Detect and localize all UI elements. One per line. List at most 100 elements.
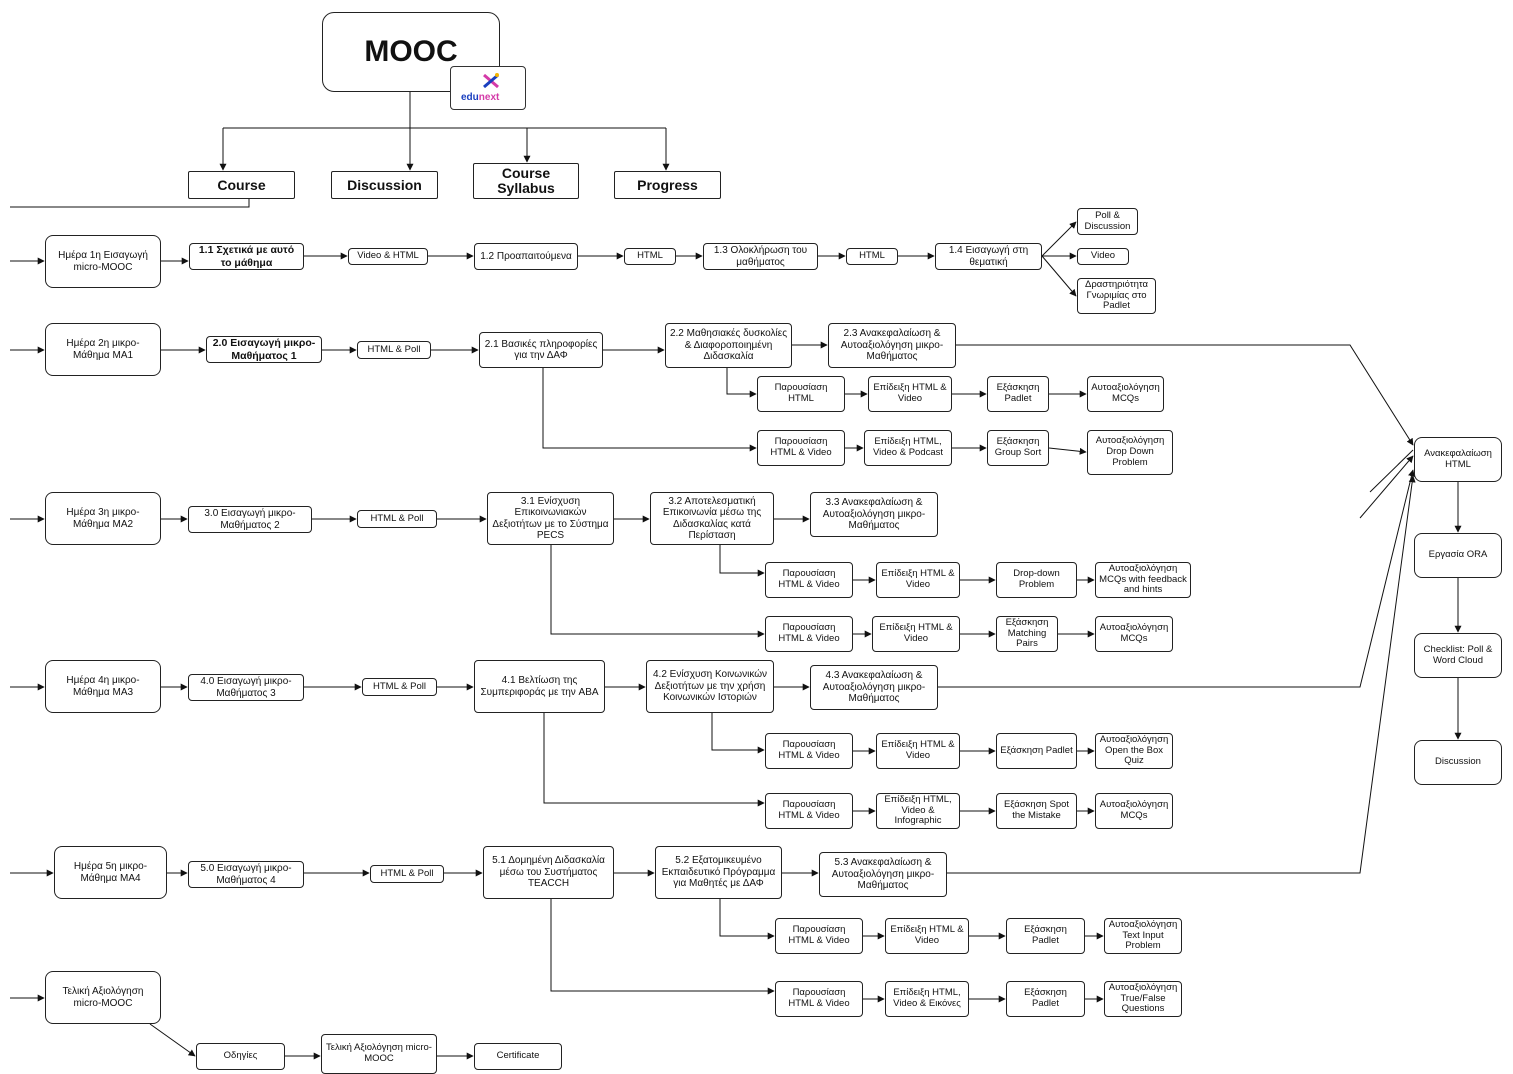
day2-a3: Εξάσκηση Padlet — [987, 376, 1049, 412]
day5-b3: Εξάσκηση Padlet — [1006, 981, 1085, 1017]
connector-line — [1369, 449, 1414, 493]
day2-b3: Εξάσκηση Group Sort — [987, 430, 1049, 466]
day3-step3: 3.3 Ανακεφαλαίωση & Αυτοαξιολόγηση μικρο… — [810, 492, 938, 537]
day2-intro: 2.0 Εισαγωγή μικρο-Μαθήματος 1 — [206, 336, 322, 363]
edunext-wordmark: edunext — [461, 92, 500, 103]
day4-a3: Εξάσκηση Padlet — [996, 733, 1077, 769]
day4-step3: 4.3 Ανακεφαλαίωση & Αυτοαξιολόγηση μικρο… — [810, 665, 938, 710]
day1-step3: 1.3 Ολοκλήρωση του μαθήματος — [703, 243, 818, 270]
connector-line — [719, 545, 765, 577]
final-eval-node: Τελική Αξιολόγηση micro-MOOC — [45, 971, 161, 1024]
day1-step1: 1.1 Σχετικά με αυτό το μάθημα — [189, 243, 304, 270]
day1-branch3: Δραστηριότητα Γνωριμίας στο Padlet — [1077, 278, 1156, 314]
day2-step1: 2.1 Βασικές πληροφορίες για την ΔΑΦ — [479, 332, 603, 368]
connector-line — [726, 368, 757, 398]
connector-line — [149, 1023, 196, 1057]
recap-html: Ανακεφαλαίωση HTML — [1414, 437, 1502, 482]
day5-b2: Επίδειξη HTML, Video & Εικόνες — [885, 981, 969, 1017]
day5-b1: Παρουσίαση HTML & Video — [775, 981, 863, 1017]
day2-node: Ημέρα 2η μικρο-Μάθημα ΜΑ1 — [45, 323, 161, 376]
tab-course[interactable]: Course — [188, 171, 295, 199]
connector-line — [550, 899, 775, 995]
day5-a2: Επίδειξη HTML & Video — [885, 918, 969, 954]
day3-res: HTML & Poll — [357, 510, 437, 528]
connector-line — [1359, 455, 1414, 519]
day5-a4: Αυτοαξιολόγηση Text Input Problem — [1104, 918, 1182, 954]
day4-b2: Επίδειξη HTML, Video & Infographic — [876, 793, 960, 829]
day3-a1: Παρουσίαση HTML & Video — [765, 562, 853, 598]
connector-line — [938, 469, 1415, 688]
checklist-poll: Checklist: Poll & Word Cloud — [1414, 633, 1502, 678]
day4-step1: 4.1 Βελτίωση της Συμπεριφοράς με την ABA — [474, 660, 605, 713]
tab-course-syllabus[interactable]: Course Syllabus — [473, 163, 579, 199]
day4-a4: Αυτοαξιολόγηση Open the Box Quiz — [1095, 733, 1173, 769]
day4-b4: Αυτοαξιολόγηση MCQs — [1095, 793, 1173, 829]
day3-a4: Αυτοαξιολόγηση MCQs with feedback and hi… — [1095, 562, 1191, 598]
day3-b4: Αυτοαξιολόγηση MCQs — [1095, 616, 1173, 652]
day1-step2: 1.2 Προαπαιτούμενα — [474, 243, 578, 270]
day2-res: HTML & Poll — [357, 341, 431, 359]
day5-step1: 5.1 Δομημένη Διδασκαλία μέσω του Συστήμα… — [483, 846, 614, 899]
day5-intro: 5.0 Εισαγωγή μικρο-Μαθήματος 4 — [188, 861, 304, 888]
edunext-mark-icon — [483, 73, 499, 89]
day3-b3: Εξάσκηση Matching Pairs — [996, 616, 1058, 652]
day5-a1: Παρουσίαση HTML & Video — [775, 918, 863, 954]
day5-a3: Εξάσκηση Padlet — [1006, 918, 1085, 954]
day5-step2: 5.2 Εξατομικευμένο Εκπαιδευτικό Πρόγραμμ… — [655, 846, 782, 899]
day3-node: Ημέρα 3η μικρο-Μάθημα ΜΑ2 — [45, 492, 161, 545]
day3-b2: Επίδειξη HTML & Video — [872, 616, 960, 652]
connector-line — [956, 344, 1414, 446]
connector-line — [719, 899, 775, 940]
connector-line — [550, 545, 765, 638]
connector-line — [10, 199, 250, 208]
day4-b3: Εξάσκηση Spot the Mistake — [996, 793, 1077, 829]
day3-b1: Παρουσίαση HTML & Video — [765, 616, 853, 652]
day2-a2: Επίδειξη HTML & Video — [868, 376, 952, 412]
connector-line — [711, 713, 765, 754]
connector-line — [542, 368, 757, 452]
connector-line — [1048, 447, 1087, 455]
day3-a3: Drop-down Problem — [996, 562, 1077, 598]
mooc-title: MOOC — [322, 12, 500, 92]
day5-res: HTML & Poll — [370, 865, 444, 883]
day2-b4: Αυτοαξιολόγηση Drop Down Problem — [1087, 430, 1173, 475]
day1-step4: 1.4 Εισαγωγή στη θεματική — [935, 243, 1042, 270]
day5-step3: 5.3 Ανακεφαλαίωση & Αυτοαξιολόγηση μικρο… — [819, 852, 947, 897]
connector-line — [543, 713, 765, 807]
final-discussion: Discussion — [1414, 740, 1502, 785]
day5-node: Ημέρα 5η μικρο-Μάθημα ΜΑ4 — [54, 846, 167, 899]
day1-node: Ημέρα 1η Εισαγωγή micro-MOOC — [45, 235, 161, 288]
day1-res1: Video & HTML — [348, 248, 428, 265]
day4-a2: Επίδειξη HTML & Video — [876, 733, 960, 769]
day2-a4: Αυτοαξιολόγηση MCQs — [1087, 376, 1164, 412]
edunext-logo: edunext — [450, 66, 526, 110]
tab-progress[interactable]: Progress — [614, 171, 721, 199]
day4-node: Ημέρα 4η μικρο-Μάθημα ΜΑ3 — [45, 660, 161, 713]
certificate: Certificate — [474, 1043, 562, 1070]
day3-intro: 3.0 Εισαγωγή μικρο-Μαθήματος 2 — [188, 506, 312, 533]
connector-line — [947, 475, 1416, 874]
day1-res3: HTML — [846, 248, 898, 265]
day1-branch2: Video — [1077, 248, 1129, 265]
connector-line — [1041, 221, 1077, 257]
day4-intro: 4.0 Εισαγωγή μικρο-Μαθήματος 3 — [188, 674, 304, 701]
day2-step3: 2.3 Ανακεφαλαίωση & Αυτοαξιολόγηση μικρο… — [828, 323, 956, 368]
tab-discussion[interactable]: Discussion — [331, 171, 438, 199]
day5-b4: Αυτοαξιολόγηση True/False Questions — [1104, 981, 1182, 1017]
final-assessment: Τελική Αξιολόγηση micro-MOOC — [321, 1034, 437, 1074]
day2-step2: 2.2 Μαθησιακές δυσκολίες & Διαφοροποιημέ… — [665, 323, 792, 368]
day4-step2: 4.2 Ενίσχυση Κοινωνικών Δεξιοτήτων με τη… — [646, 660, 774, 713]
day1-res2: HTML — [624, 248, 676, 265]
day2-a1: Παρουσίαση HTML — [757, 376, 845, 412]
day2-b1: Παρουσίαση HTML & Video — [757, 430, 845, 466]
day3-step1: 3.1 Ενίσχυση Επικοινωνιακών Δεξιοτήτων μ… — [487, 492, 614, 545]
connector-line — [1041, 255, 1077, 297]
day3-a2: Επίδειξη HTML & Video — [876, 562, 960, 598]
day2-b2: Επίδειξη HTML, Video & Podcast — [864, 430, 952, 466]
day4-a1: Παρουσίαση HTML & Video — [765, 733, 853, 769]
day1-branch1: Poll & Discussion — [1077, 208, 1138, 235]
day4-res: HTML & Poll — [362, 678, 437, 696]
ora-assignment: Εργασία ORA — [1414, 533, 1502, 578]
final-guidelines: Οδηγίες — [196, 1043, 285, 1070]
